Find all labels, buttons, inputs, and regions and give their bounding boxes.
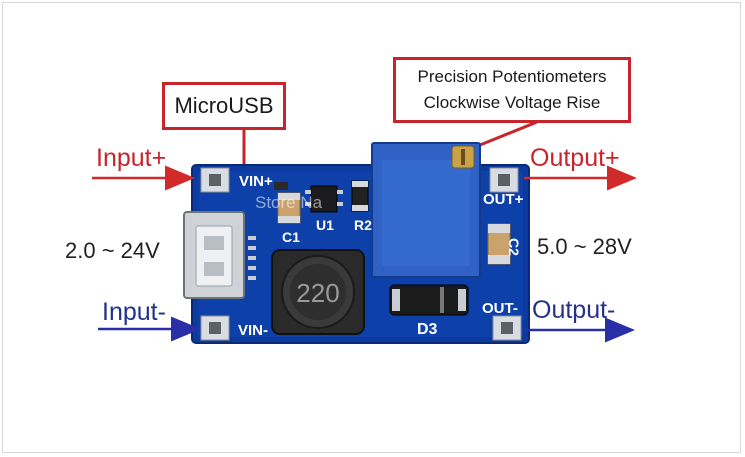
input-plus-label: Input+ xyxy=(96,144,167,172)
silk-u1: U1 xyxy=(316,217,334,233)
potentiometer-callout: Precision Potentiometers Clockwise Volta… xyxy=(393,57,631,123)
output-minus-label: Output- xyxy=(532,296,616,324)
silk-d3: D3 xyxy=(417,321,438,338)
microusb-callout-text: MicroUSB xyxy=(174,93,274,118)
microusb-callout: MicroUSB xyxy=(162,82,286,130)
watermark: Store Na xyxy=(255,193,323,212)
silk-out-plus: OUT+ xyxy=(483,191,524,208)
inductor-marking: 220 xyxy=(296,278,339,308)
silk-c2: C2 xyxy=(506,238,522,256)
input-minus-label: Input- xyxy=(102,298,166,326)
image-frame xyxy=(2,2,741,453)
input-voltage-range: 2.0 ~ 24V xyxy=(65,238,160,263)
silk-r2: R2 xyxy=(354,217,372,233)
diode-d3 xyxy=(389,284,469,316)
potentiometer-callout-line1: Precision Potentiometers xyxy=(417,67,607,86)
output-plus-label: Output+ xyxy=(530,144,620,172)
silk-c1: C1 xyxy=(282,229,300,245)
silk-out-minus: OUT- xyxy=(482,300,518,317)
output-voltage-range: 5.0 ~ 28V xyxy=(537,234,632,259)
chip-u1 xyxy=(310,185,338,213)
potentiometer-callout-line2: Clockwise Voltage Rise xyxy=(423,93,601,112)
pot-callout-line xyxy=(479,120,538,147)
silk-vin-minus: VIN- xyxy=(238,322,268,339)
silk-vin-plus: VIN+ xyxy=(239,173,273,190)
